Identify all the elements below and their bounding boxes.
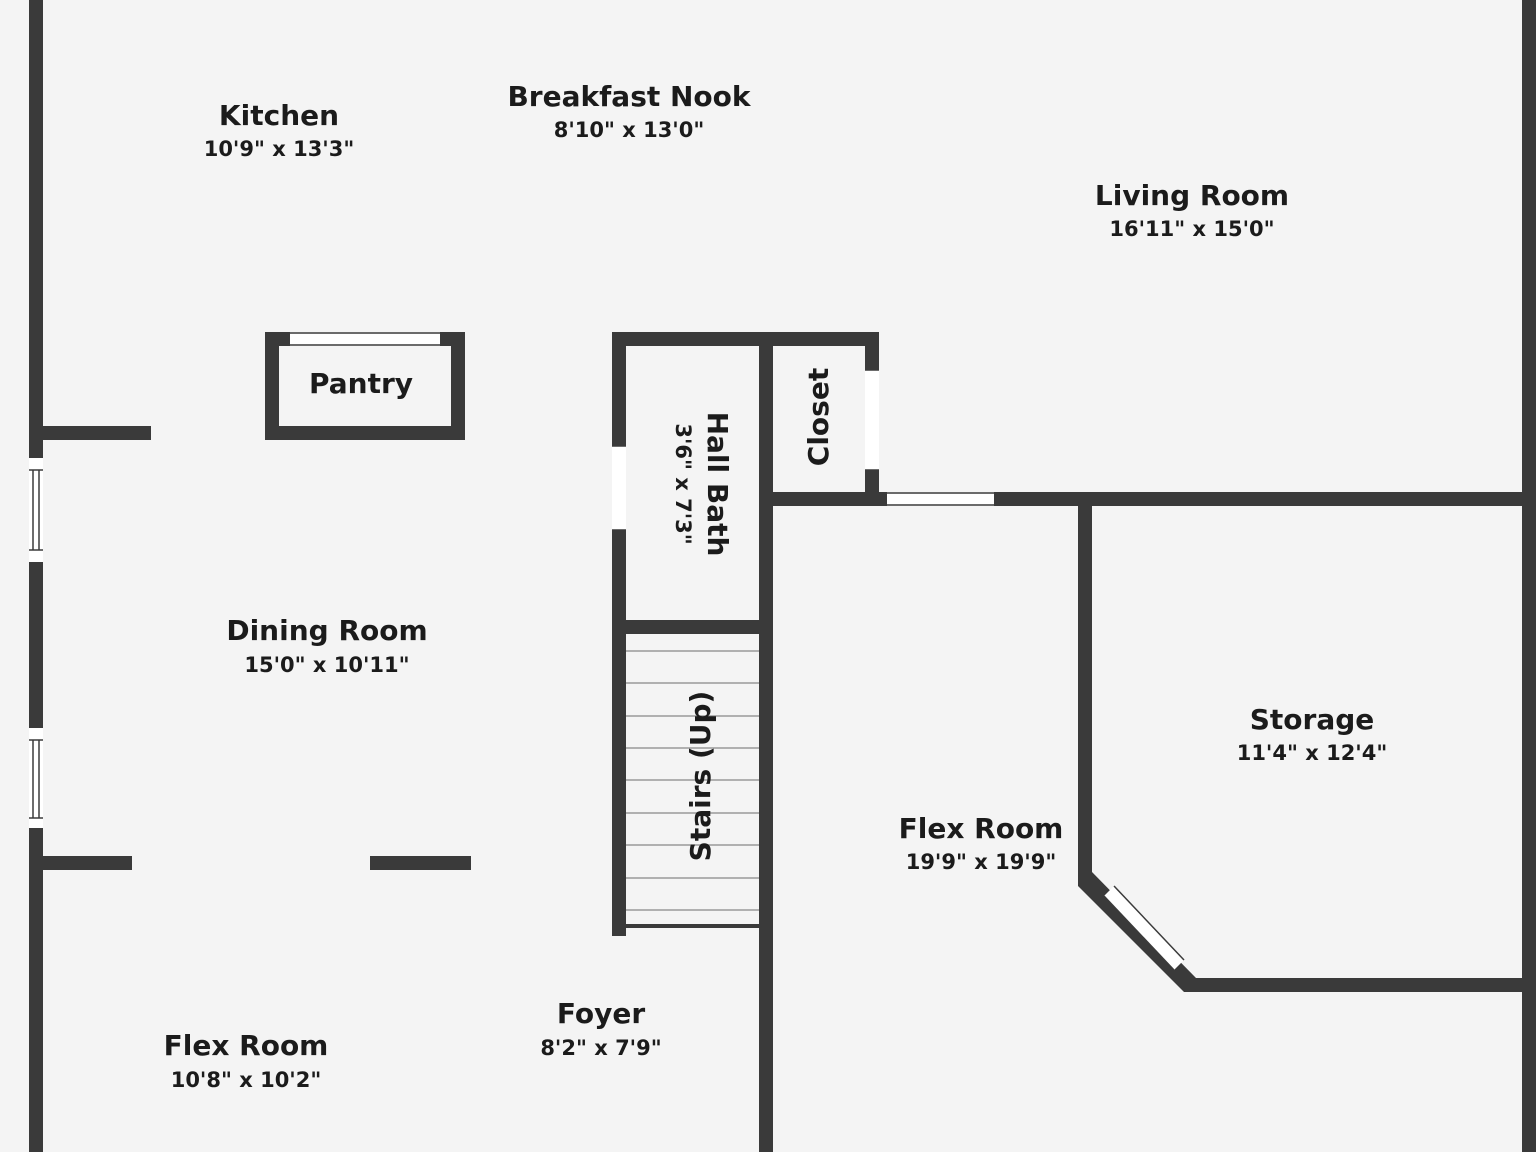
stair-treads	[626, 650, 759, 911]
pantry-label: Pantry	[309, 367, 413, 400]
flex-room-left-dimensions: 10'8" x 10'2"	[171, 1068, 322, 1092]
flex-room-right-label: Flex Room	[899, 812, 1064, 845]
kitchen-label: Kitchen	[219, 99, 339, 132]
dining-flex-stub-wall-right	[370, 856, 471, 870]
closet	[759, 332, 887, 506]
foyer-dimensions: 8'2" x 7'9"	[540, 1036, 661, 1060]
storage-label: Storage	[1250, 703, 1375, 736]
living-room-label: Living Room	[1095, 179, 1289, 212]
breakfast-nook-label: Breakfast Nook	[507, 80, 751, 113]
living-room-dimensions: 16'11" x 15'0"	[1109, 217, 1274, 241]
exterior-wall-left	[29, 0, 43, 1152]
closet-label: Closet	[802, 368, 835, 466]
storage-angled-door	[1104, 886, 1184, 970]
dining-flex-stub-wall-left	[36, 856, 132, 870]
windows-left-wall	[29, 458, 43, 828]
flex-room-right-dimensions: 19'9" x 19'9"	[906, 850, 1057, 874]
kitchen-dining-stub-wall	[36, 426, 151, 440]
dining-room-label: Dining Room	[226, 614, 427, 647]
dining-room-dimensions: 15'0" x 10'11"	[244, 653, 409, 677]
foyer-label: Foyer	[557, 997, 645, 1030]
pantry	[265, 332, 465, 440]
storage-walls	[1078, 492, 1536, 992]
breakfast-nook-dimensions: 8'10" x 13'0"	[554, 118, 705, 142]
room-labels: Kitchen 10'9" x 13'3" Breakfast Nook 8'1…	[164, 80, 1388, 1092]
closet-door-opening	[865, 370, 879, 470]
window-left-lower	[29, 728, 43, 828]
living-flex-opening	[887, 492, 994, 506]
hall-bath-dimensions: 3'6" x 7'3"	[671, 423, 695, 544]
hall-bath-stairs-block	[612, 332, 879, 1152]
kitchen-dimensions: 10'9" x 13'3"	[204, 137, 355, 161]
stairs-label: Stairs (Up)	[684, 691, 717, 862]
hall-bath-label: Hall Bath	[701, 412, 734, 557]
exterior-wall-right	[1522, 0, 1536, 1152]
pantry-opening	[290, 332, 440, 346]
flex-room-left-label: Flex Room	[164, 1029, 329, 1062]
interior-walls	[36, 426, 471, 870]
storage-dimensions: 11'4" x 12'4"	[1237, 741, 1388, 765]
living-flex-divider	[879, 492, 1536, 506]
hall-bath-window	[612, 446, 626, 530]
window-left-upper	[29, 458, 43, 562]
